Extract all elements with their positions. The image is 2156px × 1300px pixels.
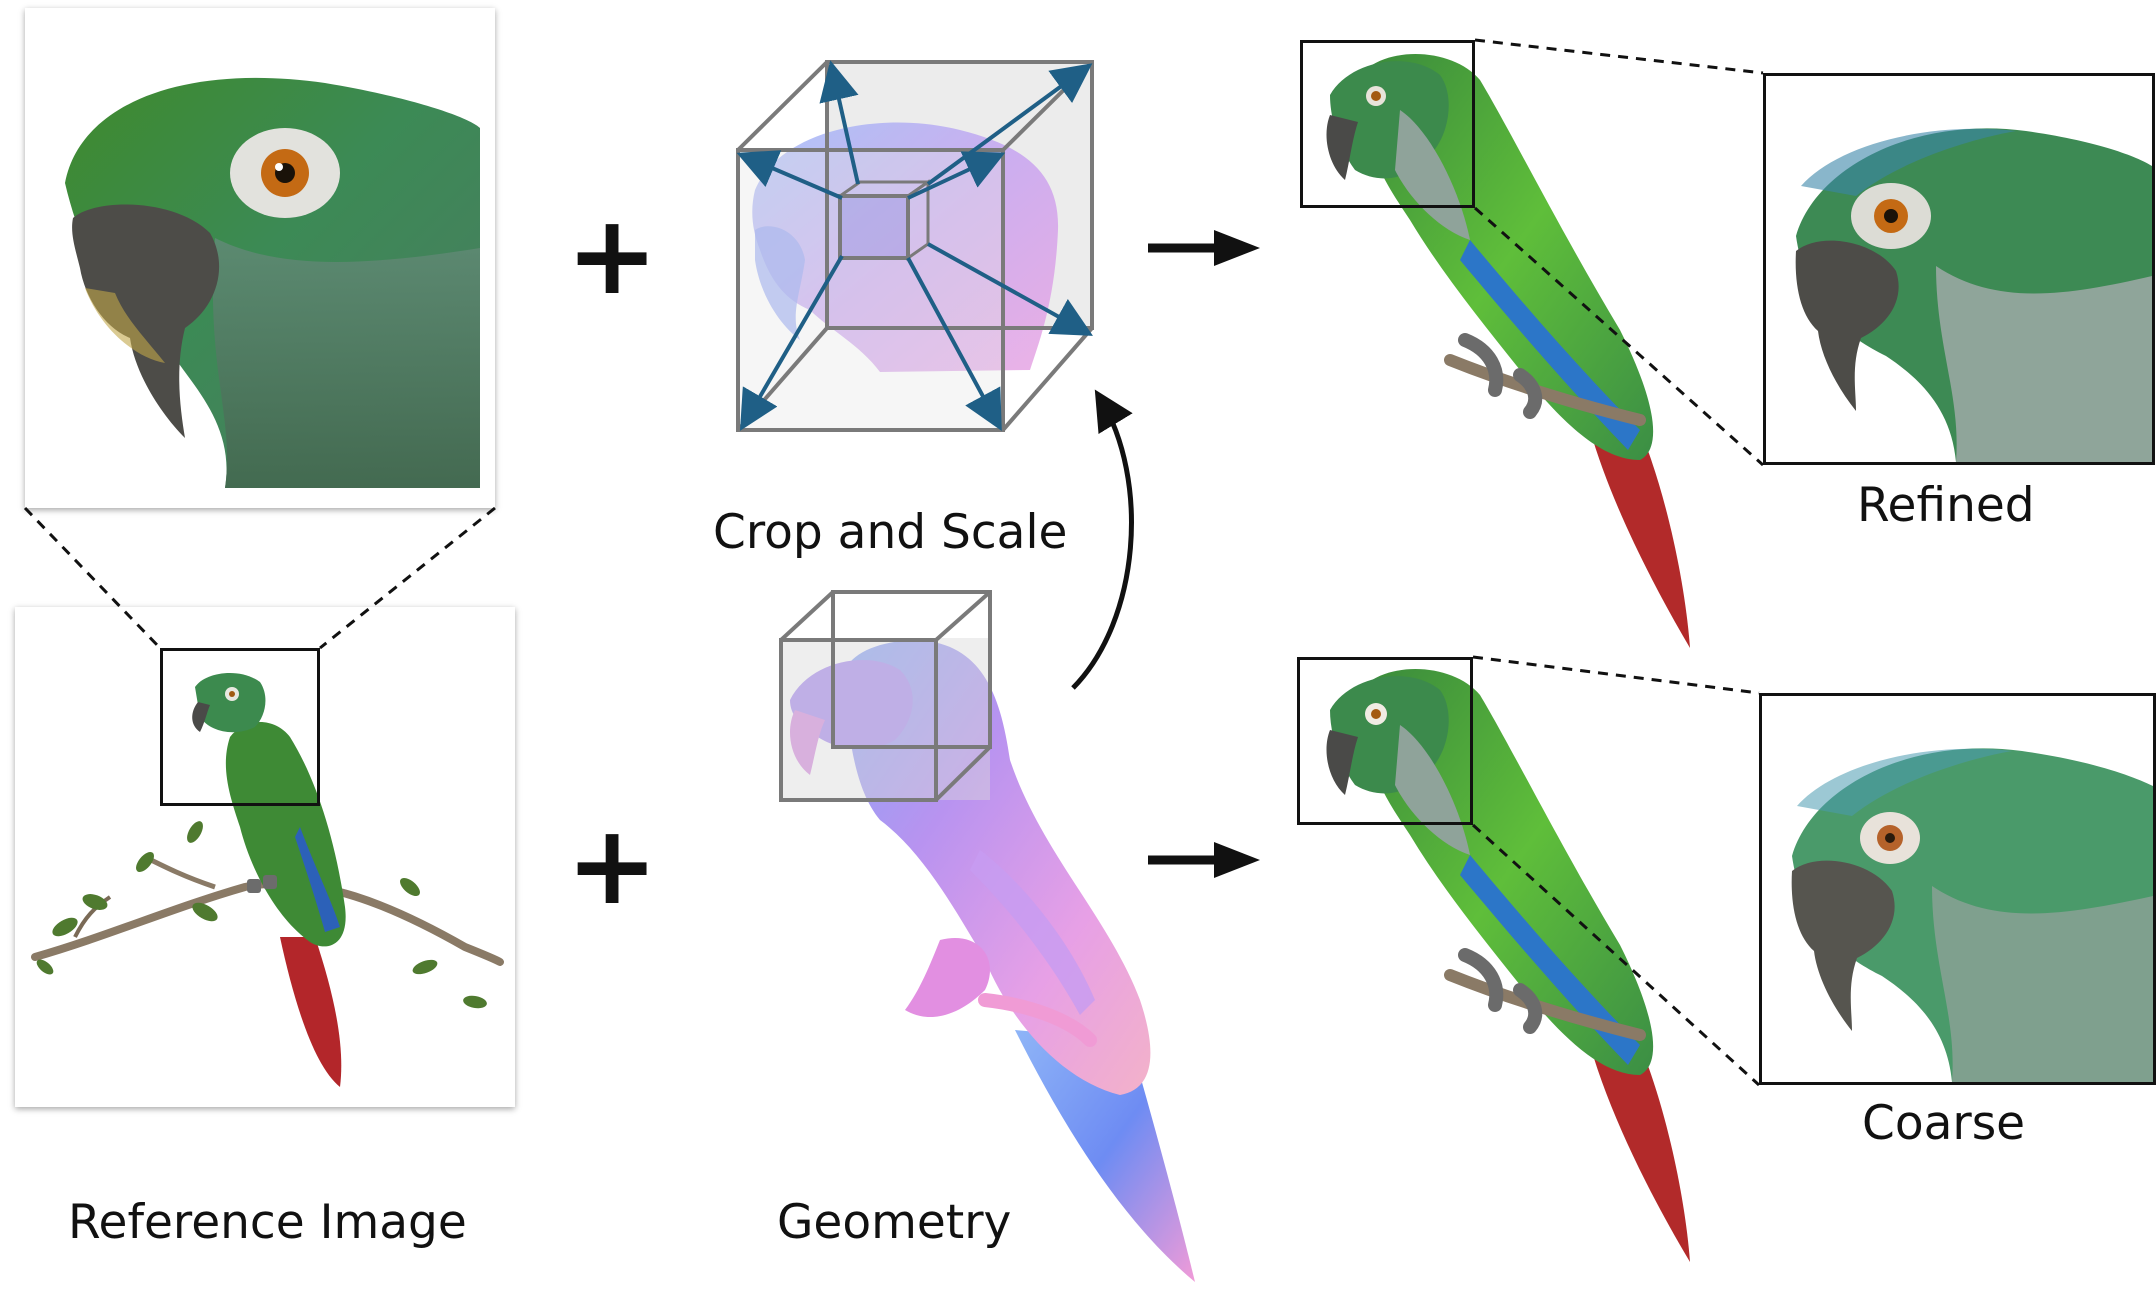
crop-and-scale-label: Crop and Scale	[713, 505, 1068, 560]
coarse-label: Coarse	[1862, 1096, 2026, 1151]
reference-full-image-panel	[15, 607, 515, 1107]
plus-sign-bottom: +	[566, 801, 659, 929]
coarse-zoom-panel	[1759, 693, 2156, 1085]
reference-image-label: Reference Image	[68, 1195, 467, 1250]
refined-head-zoom-image	[1795, 128, 2152, 463]
coarse-head-zoom-image	[1791, 748, 2153, 1082]
reference-crop-box	[160, 648, 320, 806]
refined-label: Refined	[1857, 478, 2035, 533]
parrot-full-reference-image	[31, 672, 504, 1087]
coarse-crop-box	[1297, 657, 1473, 825]
arrow-to-coarse	[1148, 842, 1260, 878]
arrow-to-refined	[1148, 230, 1260, 266]
plus-sign-top: +	[566, 191, 659, 319]
parrot-head-zoom-image	[65, 77, 480, 488]
refined-zoom-panel	[1763, 73, 2155, 465]
refined-crop-box	[1300, 40, 1475, 208]
reference-head-zoom-panel	[25, 8, 495, 508]
geometry-label: Geometry	[777, 1195, 1012, 1250]
